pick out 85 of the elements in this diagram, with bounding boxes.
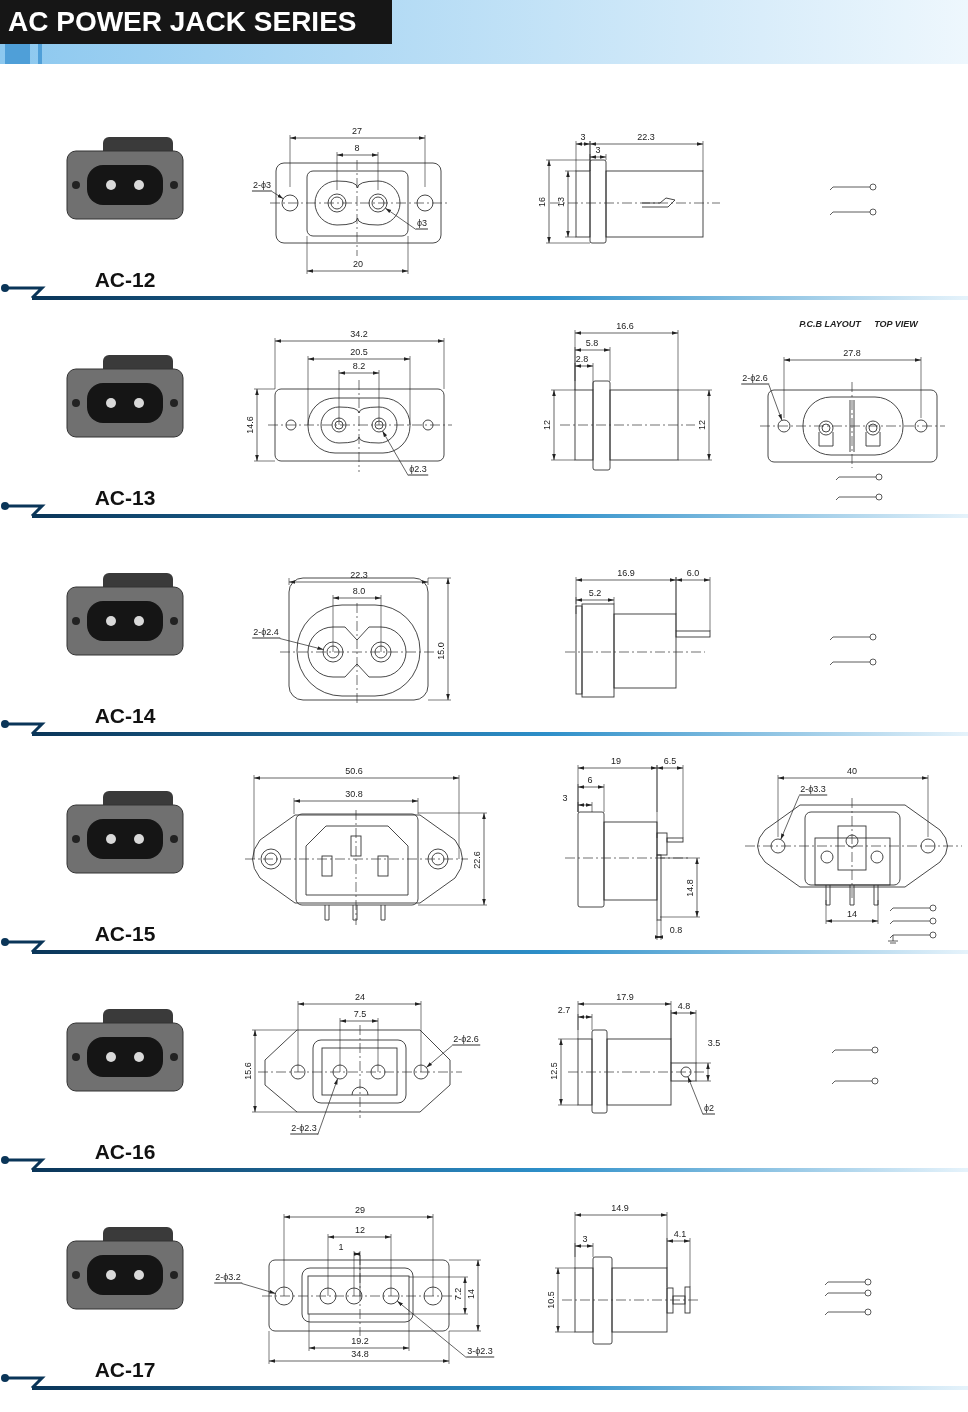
dimension-value: 8.0 xyxy=(352,586,366,596)
dimension-value: 16 xyxy=(537,197,547,207)
callout-label: 2-ϕ3.3 xyxy=(799,784,827,796)
dimension-value: 14 xyxy=(847,909,857,919)
dimension-value: 3 xyxy=(580,132,586,142)
dimension-value: 22.3 xyxy=(350,570,368,580)
mounting-hole xyxy=(777,419,791,433)
dimension-value: 3 xyxy=(562,793,568,803)
callout-label: 2-ϕ2.6 xyxy=(452,1034,480,1046)
mounting-hole xyxy=(274,1286,294,1306)
dimension-value: 2.8 xyxy=(575,354,589,364)
dimension-value: 16.9 xyxy=(617,568,635,578)
model-name: AC-16 xyxy=(94,1140,156,1162)
dimension-value: 14.6 xyxy=(245,416,255,434)
model-name: AC-13 xyxy=(94,486,156,508)
dimension-value: 5.2 xyxy=(588,588,602,598)
dimension-value: 19.2 xyxy=(351,1336,369,1346)
pin-hole xyxy=(368,193,388,213)
dimension-value: 27 xyxy=(352,126,362,136)
callout-label: ϕ3 xyxy=(416,218,428,230)
dimension-value: 30.8 xyxy=(345,789,363,799)
dimension-value: 3.5 xyxy=(707,1038,721,1048)
pin-hole xyxy=(371,417,387,433)
model-name: AC-15 xyxy=(94,922,156,944)
model-name: AC-12 xyxy=(94,268,156,290)
dimension-value: 4.1 xyxy=(673,1229,687,1239)
pin-hole xyxy=(322,641,344,663)
dimension-value: 27.8 xyxy=(843,348,861,358)
dimension-value: 12.5 xyxy=(549,1062,559,1080)
dimension-value: 17.9 xyxy=(616,992,634,1002)
dimension-value: 22.3 xyxy=(637,132,655,142)
dimension-value: 14.9 xyxy=(611,1203,629,1213)
dimension-value: 14 xyxy=(466,1289,476,1299)
dimension-value: 50.6 xyxy=(345,766,363,776)
dimension-value: 0.8 xyxy=(669,925,683,935)
dimension-value: 13 xyxy=(556,197,566,207)
dimension-value: 12 xyxy=(697,420,707,430)
page-title: AC POWER JACK SERIES xyxy=(0,0,392,44)
dimension-value: 6.5 xyxy=(663,756,677,766)
callout-label: ϕ2.3 xyxy=(408,464,428,476)
dimension-value: 1 xyxy=(338,1242,344,1252)
dimension-value: 16.6 xyxy=(616,321,634,331)
dimension-value: 8 xyxy=(354,143,360,153)
dimension-value: 40 xyxy=(847,766,857,776)
callout-label: 2-ϕ3 xyxy=(251,180,273,192)
dimension-value: 20 xyxy=(353,259,363,269)
dimension-value: 6.0 xyxy=(686,568,700,578)
mounting-hole xyxy=(281,194,299,212)
pin-hole xyxy=(680,1066,692,1078)
mounting-hole xyxy=(413,1064,429,1080)
dimension-value: 3 xyxy=(595,145,601,155)
dimension-value: 22.6 xyxy=(472,851,482,869)
dimension-value: 29 xyxy=(355,1205,365,1215)
dimension-value: 8.2 xyxy=(352,361,366,371)
callout-label: 3-ϕ2.3 xyxy=(466,1346,494,1358)
pin-hole xyxy=(382,1287,400,1305)
dimension-value: 4.8 xyxy=(677,1001,691,1011)
model-name: AC-17 xyxy=(94,1358,156,1380)
dimension-value: 12 xyxy=(542,420,552,430)
model-name: AC-14 xyxy=(94,704,156,726)
pin-hole xyxy=(332,1064,348,1080)
view-heading: P.C.B LAYOUT xyxy=(799,319,861,329)
dimension-value: 7.5 xyxy=(353,1009,367,1019)
callout-label: 2-ϕ2.6 xyxy=(741,373,769,385)
dimension-value: 19 xyxy=(611,756,621,766)
dimension-value: 24 xyxy=(355,992,365,1002)
dimension-value: 3 xyxy=(582,1234,588,1244)
dimension-value: 34.8 xyxy=(351,1349,369,1359)
dimension-value: 2.7 xyxy=(557,1005,571,1015)
dimension-value: 14.8 xyxy=(685,879,695,897)
dimension-value: 12 xyxy=(355,1225,365,1235)
dimension-value: 15.0 xyxy=(436,642,446,660)
dimension-value: 6 xyxy=(587,775,593,785)
callout-label: 2-ϕ2.3 xyxy=(290,1123,318,1135)
callout-label: 2-ϕ2.4 xyxy=(252,627,280,639)
callout-label: 2-ϕ3.2 xyxy=(214,1272,242,1284)
dimension-value: 5.8 xyxy=(585,338,599,348)
dimension-value: 34.2 xyxy=(350,329,368,339)
dimension-value: 20.5 xyxy=(350,347,368,357)
view-heading: TOP VIEW xyxy=(874,319,918,329)
dimension-value: 7.2 xyxy=(453,1287,463,1301)
dimension-value: 10.5 xyxy=(546,1291,556,1309)
mounting-hole xyxy=(770,838,786,854)
callout-label: ϕ2 xyxy=(703,1103,715,1115)
dimension-value: 15.6 xyxy=(243,1062,253,1080)
